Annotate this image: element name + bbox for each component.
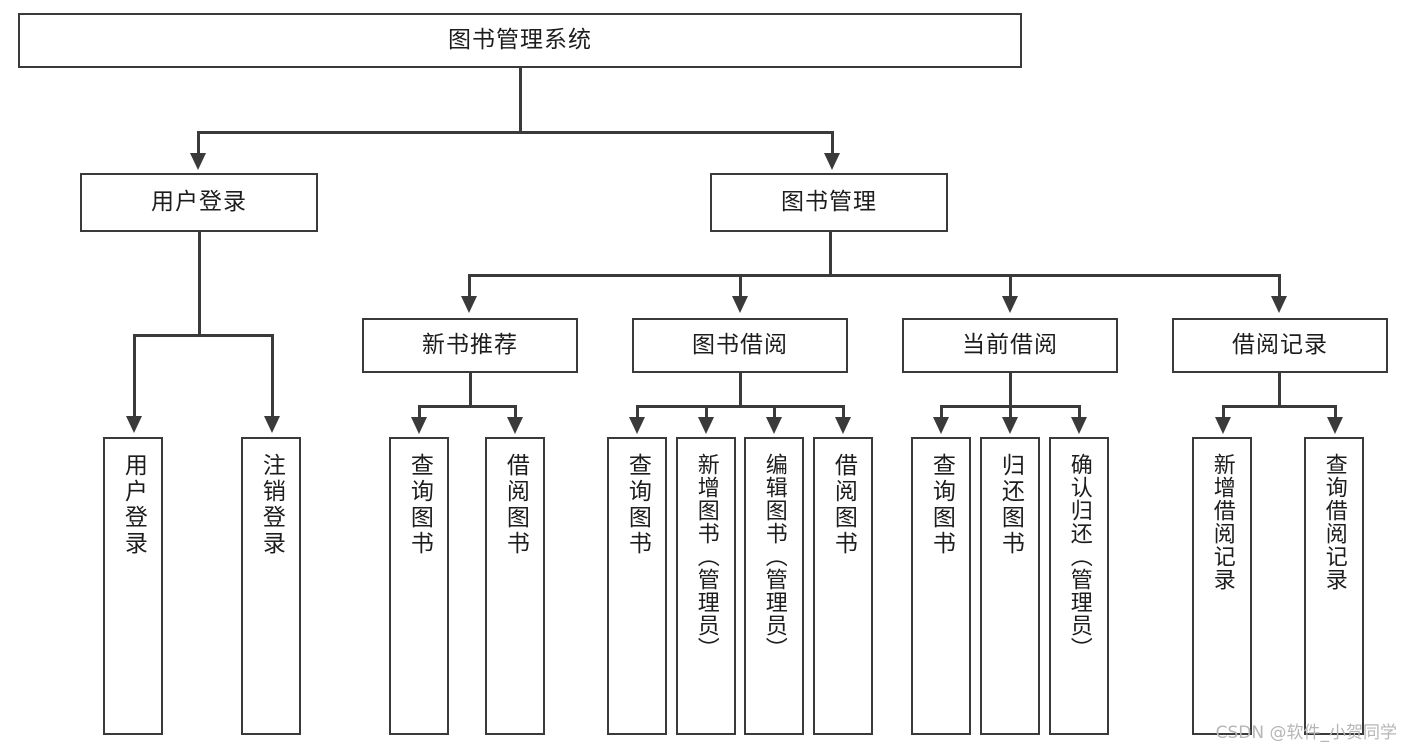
connector-new-book-bus — [418, 405, 516, 408]
connector-book-borrow-child-2 — [705, 405, 708, 419]
node-current-borrow[interactable]: 当前借阅 — [902, 318, 1118, 373]
node-label: 确认归还（管理员） — [1066, 453, 1092, 660]
connector-bm-to-new-book — [468, 274, 471, 298]
connector-current-borrow-stem — [1009, 373, 1012, 407]
node-user-login[interactable]: 用户登录 — [80, 173, 318, 232]
node-label: 新书推荐 — [422, 332, 518, 359]
arrowhead-leaf-book-borrow-3 — [766, 417, 782, 434]
connector-new-book-child-2 — [514, 405, 517, 419]
node-label: 注销登录 — [258, 453, 285, 557]
connector-borrow-record-child-1 — [1222, 405, 1225, 419]
node-label: 查询借阅记录 — [1321, 453, 1347, 591]
connector-current-borrow-child-3 — [1078, 405, 1081, 419]
leaf-current-borrow-query-book[interactable]: 查询图书 — [911, 437, 971, 735]
connector-bm-to-book-borrow — [739, 274, 742, 298]
leaf-book-borrow-borrow-book[interactable]: 借阅图书 — [813, 437, 873, 735]
connector-root-bus — [197, 131, 833, 134]
connector-user-login-bus — [133, 334, 273, 337]
connector-current-borrow-child-2 — [1009, 405, 1012, 419]
node-label: 图书借阅 — [692, 332, 788, 359]
node-label: 编辑图书（管理员） — [761, 453, 787, 660]
arrowhead-borrow-record — [1271, 296, 1287, 313]
arrowhead-user-login — [190, 153, 206, 170]
node-borrow-record[interactable]: 借阅记录 — [1172, 318, 1388, 373]
connector-book-borrow-bus — [636, 405, 844, 408]
leaf-new-book-borrow-book[interactable]: 借阅图书 — [485, 437, 545, 735]
leaf-book-borrow-edit-book-admin[interactable]: 编辑图书（管理员） — [744, 437, 804, 735]
connector-root-to-user-login — [197, 131, 200, 155]
arrowhead-leaf-user-login-2 — [264, 416, 280, 433]
arrowhead-book-borrow — [732, 296, 748, 313]
leaf-book-borrow-add-book-admin[interactable]: 新增图书（管理员） — [676, 437, 736, 735]
arrowhead-leaf-book-borrow-2 — [698, 417, 714, 434]
node-book-management[interactable]: 图书管理 — [710, 173, 948, 232]
node-label: 借阅图书 — [830, 453, 857, 557]
node-label: 图书管理系统 — [448, 27, 592, 54]
node-book-borrow[interactable]: 图书借阅 — [632, 318, 848, 373]
node-label: 查询图书 — [406, 453, 433, 557]
leaf-borrow-record-add-record[interactable]: 新增借阅记录 — [1192, 437, 1252, 735]
connector-book-management-stem — [829, 232, 832, 275]
connector-book-borrow-child-1 — [636, 405, 639, 419]
arrowhead-book-management — [824, 153, 840, 170]
leaf-new-book-query-book[interactable]: 查询图书 — [389, 437, 449, 735]
leaf-book-borrow-query-book[interactable]: 查询图书 — [607, 437, 667, 735]
node-label: 查询图书 — [624, 453, 651, 557]
arrowhead-leaf-user-login-1 — [126, 416, 142, 433]
node-label: 新增图书（管理员） — [693, 453, 719, 660]
leaf-user-login-login[interactable]: 用户登录 — [103, 437, 163, 735]
arrowhead-leaf-borrow-record-1 — [1215, 417, 1231, 434]
connector-root-stem — [519, 68, 522, 132]
arrowhead-new-book-recommend — [461, 296, 477, 313]
connector-borrow-record-stem — [1278, 373, 1281, 407]
connector-current-borrow-child-1 — [940, 405, 943, 419]
node-root-system[interactable]: 图书管理系统 — [18, 13, 1022, 68]
node-label: 当前借阅 — [962, 332, 1058, 359]
connector-bm-to-borrow-record — [1278, 274, 1281, 298]
arrowhead-leaf-new-book-1 — [411, 417, 427, 434]
leaf-user-login-logout[interactable]: 注销登录 — [241, 437, 301, 735]
connector-user-login-child-2 — [271, 334, 274, 418]
node-new-book-recommend[interactable]: 新书推荐 — [362, 318, 578, 373]
node-label: 借阅图书 — [502, 453, 529, 557]
node-label: 用户登录 — [151, 189, 247, 216]
arrowhead-leaf-new-book-2 — [507, 417, 523, 434]
connector-book-borrow-child-4 — [842, 405, 845, 419]
arrowhead-leaf-book-borrow-1 — [629, 417, 645, 434]
arrowhead-leaf-current-borrow-2 — [1002, 417, 1018, 434]
node-label: 借阅记录 — [1232, 332, 1328, 359]
connector-book-management-bus — [468, 274, 1280, 277]
node-label: 用户登录 — [120, 453, 147, 557]
connector-borrow-record-bus — [1222, 405, 1336, 408]
connector-borrow-record-child-2 — [1334, 405, 1337, 419]
connector-book-borrow-stem — [739, 373, 742, 407]
leaf-borrow-record-query-record[interactable]: 查询借阅记录 — [1304, 437, 1364, 735]
arrowhead-leaf-current-borrow-3 — [1071, 417, 1087, 434]
arrowhead-leaf-book-borrow-4 — [835, 417, 851, 434]
leaf-current-borrow-confirm-return-admin[interactable]: 确认归还（管理员） — [1049, 437, 1109, 735]
leaf-current-borrow-return-book[interactable]: 归还图书 — [980, 437, 1040, 735]
connector-user-login-stem — [198, 232, 201, 335]
node-label: 新增借阅记录 — [1209, 453, 1235, 591]
node-label: 归还图书 — [997, 453, 1024, 557]
connector-root-to-book-management — [831, 131, 834, 155]
connector-new-book-child-1 — [418, 405, 421, 419]
arrowhead-leaf-current-borrow-1 — [933, 417, 949, 434]
connector-book-borrow-child-3 — [773, 405, 776, 419]
connector-bm-to-current-borrow — [1009, 274, 1012, 298]
arrowhead-current-borrow — [1002, 296, 1018, 313]
node-label: 图书管理 — [781, 189, 877, 216]
arrowhead-leaf-borrow-record-2 — [1327, 417, 1343, 434]
connector-user-login-child-1 — [133, 334, 136, 418]
node-label: 查询图书 — [928, 453, 955, 557]
connector-new-book-stem — [469, 373, 472, 407]
